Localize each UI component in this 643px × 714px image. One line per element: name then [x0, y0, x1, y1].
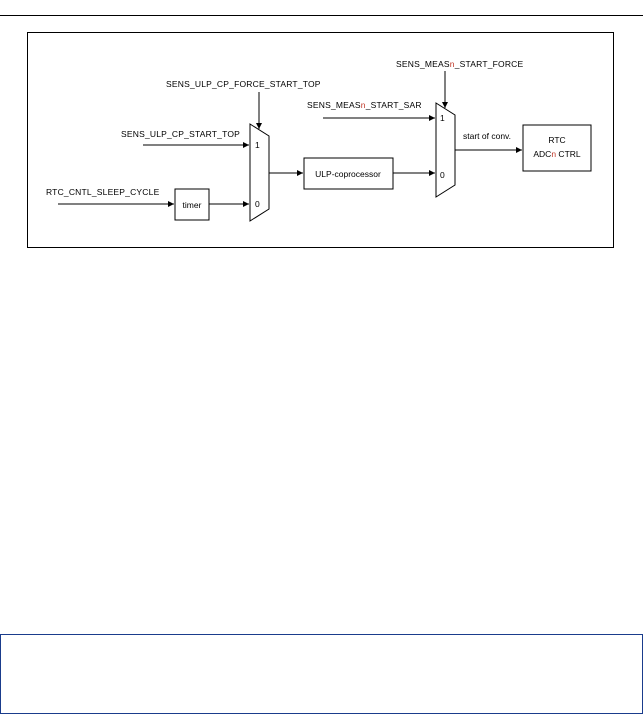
- timer-label: timer: [183, 200, 202, 210]
- mux1-input-0-label: 0: [255, 199, 260, 209]
- mux1-input-1-label: 1: [255, 140, 260, 150]
- figure-frame: 1 0 1 0 timer ULP-coprocessor RTC ADCn C…: [27, 32, 614, 248]
- header-rule: [0, 15, 643, 16]
- force-start-top-signal-label: SENS_ULP_CP_FORCE_START_TOP: [166, 79, 321, 89]
- ulp-coprocessor-label: ULP-coprocessor: [315, 169, 381, 179]
- mux-1: [249, 123, 270, 222]
- ulp-coprocessor-block: [303, 157, 394, 190]
- adc-ulp-diagram: 1 0 1 0 timer ULP-coprocessor RTC ADCn C…: [46, 59, 592, 222]
- mux2-input-0-label: 0: [440, 170, 445, 180]
- rtc-label: RTC: [548, 135, 565, 145]
- footer-box: [0, 634, 643, 714]
- rtc-adc-ctrl-label: ADCn CTRL: [533, 149, 581, 159]
- sleep-cycle-signal-label: RTC_CNTL_SLEEP_CYCLE: [46, 187, 160, 197]
- start-force-signal-label: SENS_MEASn_START_FORCE: [396, 59, 524, 69]
- start-of-conv-label: start of conv.: [463, 131, 511, 141]
- rtc-adc-ctrl-block: [522, 124, 592, 172]
- start-top-signal-label: SENS_ULP_CP_START_TOP: [121, 129, 240, 139]
- start-sar-signal-label: SENS_MEASn_START_SAR: [307, 100, 422, 110]
- mux-2: [435, 102, 456, 198]
- mux2-input-1-label: 1: [440, 113, 445, 123]
